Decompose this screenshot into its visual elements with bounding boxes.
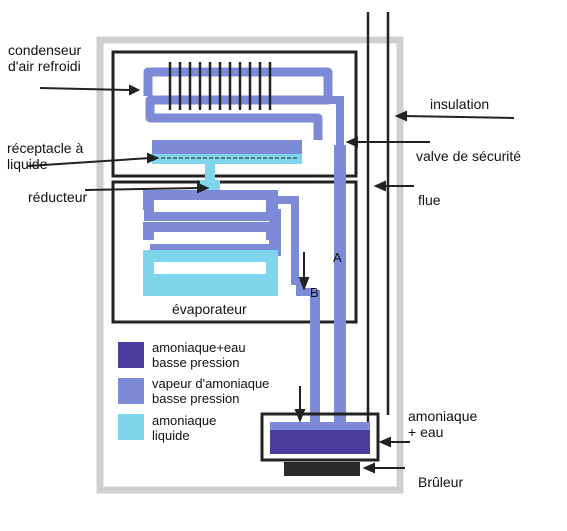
- legend-swatch-mix: [118, 342, 144, 368]
- pointer-arrows: [27, 84, 515, 474]
- label-bruleur: Brûleur: [418, 474, 464, 490]
- label-flue: flue: [418, 192, 441, 208]
- legend-label-vapor: vapeur d'amoniaque basse pression: [152, 376, 270, 406]
- label-reducteur: réducteur: [28, 189, 88, 205]
- label-valve: valve de sécurité: [416, 148, 522, 164]
- label-insulation: insulation: [430, 96, 490, 112]
- liquid-receiver-liquid: [152, 154, 302, 164]
- condenser-link: [328, 96, 344, 145]
- legend-label-liquid: amoniaque liquide: [152, 413, 217, 443]
- condenser-compartment: [111, 50, 358, 178]
- condenser-coil: [143, 67, 333, 140]
- label-pipe-a: A: [333, 250, 342, 265]
- riser-pipe-b: [310, 290, 320, 430]
- label-condenseur: condenseur d'air refroidi: [8, 42, 82, 74]
- boiler-mixture: [270, 428, 370, 454]
- evaporator-compartment: [111, 180, 358, 324]
- condenser-fins: [168, 62, 272, 110]
- reducer-pipe: [205, 164, 215, 190]
- riser-pipe-a: [334, 145, 346, 435]
- burner-block: [284, 462, 360, 476]
- cabinet-wall: [96, 36, 404, 494]
- label-evaporateur: évaporateur: [172, 301, 247, 317]
- legend-swatch-liquid: [118, 414, 144, 440]
- legend-label-mix: amoniaque+eau basse pression: [152, 340, 246, 370]
- legend-swatch-vapor: [118, 378, 144, 404]
- boiler-vessel: [260, 412, 380, 462]
- label-amoniaque-eau: amoniaque + eau: [408, 408, 478, 440]
- label-pipe-b: B: [310, 285, 319, 300]
- label-receptacle: réceptacle à liquide: [7, 140, 84, 172]
